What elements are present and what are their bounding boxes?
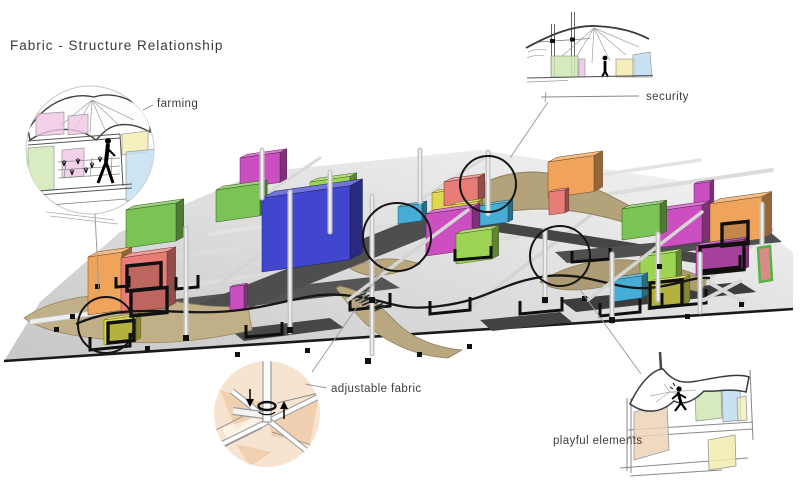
fabric-section-curve xyxy=(75,274,711,326)
adjustable-fabric-callout: adjustable fabric xyxy=(214,361,422,467)
farm-plot-grid xyxy=(57,156,121,179)
iso-box-blue xyxy=(261,178,363,273)
playful-elements-leader-line xyxy=(575,283,642,375)
playful-elements-label: playful elements xyxy=(553,435,643,447)
iso-box-cyan xyxy=(611,272,649,303)
annotation-circle-security xyxy=(459,155,517,213)
farming-leader-line xyxy=(94,213,100,293)
section-cut-frame xyxy=(129,285,169,318)
fabric-canopy-center xyxy=(335,285,464,359)
plant-sprouts xyxy=(61,156,103,176)
annotation-circle-adjustable-fabric xyxy=(362,202,432,272)
farming-figure xyxy=(96,138,116,184)
security-leader-line xyxy=(509,101,549,159)
iso-box-lime xyxy=(639,248,683,284)
leader-lines xyxy=(94,101,642,375)
adjustable-fabric-label: adjustable fabric xyxy=(331,383,422,395)
page-title: Fabric - Structure Relationship xyxy=(10,38,223,53)
main-axon-drawing xyxy=(3,101,794,375)
section-cut-frame xyxy=(720,219,750,248)
down-arrow-icon xyxy=(246,389,254,407)
security-figure xyxy=(601,55,609,78)
annotation-circles-layer xyxy=(77,155,591,354)
adjustable-fabric-leader-line xyxy=(311,267,385,373)
security-fabric-curve xyxy=(525,25,650,49)
iso-box-lime xyxy=(455,224,499,265)
iso-box-orange xyxy=(547,150,603,199)
playful-figure xyxy=(669,382,687,412)
playful-fabric-trampoline xyxy=(629,368,750,412)
iso-box-cyan xyxy=(397,200,428,225)
green-framed-panel xyxy=(756,244,774,284)
frame-poles xyxy=(183,147,765,357)
up-arrow-icon xyxy=(280,401,288,419)
section-cut-frame xyxy=(125,260,163,293)
playful-elements-callout: playful elements xyxy=(553,351,754,477)
annotation-circle-playful-elements xyxy=(529,225,591,287)
pole-ring-clamp xyxy=(257,400,277,412)
iso-box-green xyxy=(125,198,184,249)
adjustable-fabric-pole xyxy=(262,361,272,423)
iso-box-salmon xyxy=(548,187,570,216)
iso-box-magenta xyxy=(229,282,248,312)
farming-label: farming xyxy=(157,98,198,110)
security-callout: security xyxy=(525,12,689,103)
annotation-circle-farming xyxy=(77,296,135,354)
security-label: security xyxy=(646,91,689,103)
iso-box-green xyxy=(621,199,667,241)
connector-nodes xyxy=(54,264,744,364)
